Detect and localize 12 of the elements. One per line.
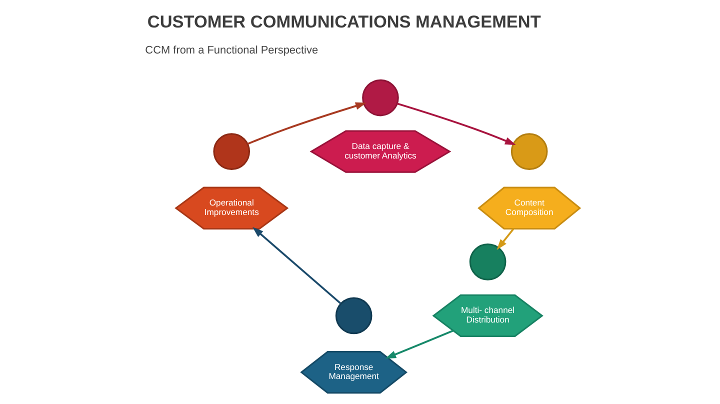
node-circle [362, 79, 398, 116]
arrow [246, 102, 366, 145]
arrow [252, 227, 341, 304]
arrow [384, 330, 453, 359]
arrow [396, 102, 516, 146]
node-circle [212, 133, 250, 170]
diagram-title: CUSTOMER COMMUNICATIONS MANAGEMENT [146, 11, 540, 32]
label: CCM from a Functional Perspective [144, 44, 318, 56]
node-circle [334, 297, 372, 334]
node-circle [468, 244, 506, 280]
arrow [496, 228, 514, 250]
node-circle [510, 133, 548, 170]
